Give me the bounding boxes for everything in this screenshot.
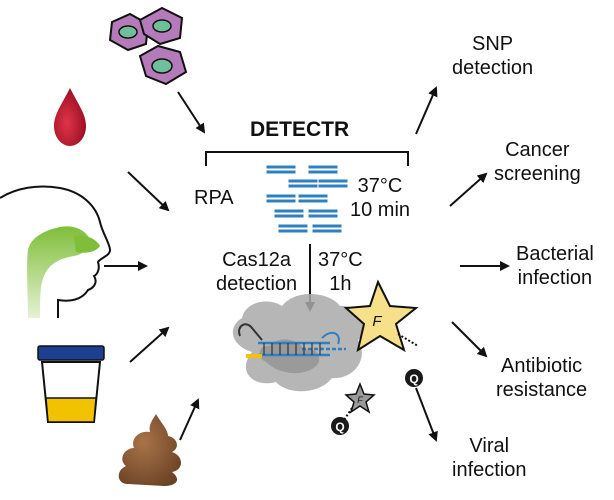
arrow-snp (415, 86, 438, 135)
cas12a-conditions: 37°C 1h (318, 248, 363, 296)
fluorophore-star-icon: F (343, 279, 419, 353)
cas12a-line1: Cas12a (222, 249, 292, 271)
output-antibiotic-resistance: Antibiotic resistance (496, 354, 587, 402)
arrow-cancer (449, 172, 488, 207)
amplified-dna-icon (266, 165, 348, 233)
rpa-conditions: 37°C 10 min (350, 174, 410, 222)
detectr-bracket (205, 151, 409, 166)
output-line: screening (494, 163, 581, 185)
output-line: Bacterial (516, 243, 594, 265)
fluorophore-label: F (372, 313, 382, 330)
input-arrows (104, 91, 206, 441)
cas12a-label: Cas12a detection (216, 248, 297, 296)
cleaved-fluorophore-label: F (357, 395, 363, 405)
stool-icon (118, 414, 181, 486)
arrow-cells (177, 91, 206, 134)
cas12a-complex-icon (232, 293, 365, 392)
output-viral-infection: Viral infection (452, 434, 527, 482)
rpa-temp: 37°C (357, 175, 403, 197)
output-line: infection (517, 267, 593, 289)
output-arrows (415, 86, 510, 442)
urine-cup-icon (37, 345, 105, 423)
rpa-label: RPA (194, 187, 234, 209)
cas12a-temp: 37°C (318, 249, 363, 271)
arrow-blood (127, 171, 170, 212)
cleaved-quencher-label: Q (335, 420, 344, 434)
nasal-swab-icon (0, 185, 112, 318)
arrow-urine (129, 326, 170, 363)
cells-icon (108, 6, 188, 86)
cas12a-line2: detection (216, 273, 298, 295)
detectr-title: DETECTR (250, 118, 350, 141)
output-line: Viral (469, 435, 510, 457)
blood-drop-icon (54, 88, 86, 146)
output-line: Cancer (505, 139, 570, 161)
cas12a-time: 1h (329, 273, 352, 295)
output-line: Antibiotic (501, 355, 583, 377)
output-snp-detection: SNP detection (452, 32, 533, 80)
quencher-label: Q (409, 372, 418, 386)
output-bacterial-infection: Bacterial infection (516, 242, 594, 290)
output-cancer-screening: Cancer screening (494, 138, 581, 186)
output-line: detection (452, 57, 534, 79)
arrow-viral (415, 387, 438, 442)
cleaved-reporter-icon: F Q (331, 381, 376, 435)
output-line: infection (452, 459, 527, 481)
quencher-icon: Q (405, 369, 423, 387)
output-line: SNP (472, 33, 514, 55)
arrow-antibiotic (451, 321, 488, 358)
rpa-time: 10 min (350, 199, 411, 221)
output-line: resistance (496, 379, 588, 401)
arrow-stool (179, 398, 200, 441)
